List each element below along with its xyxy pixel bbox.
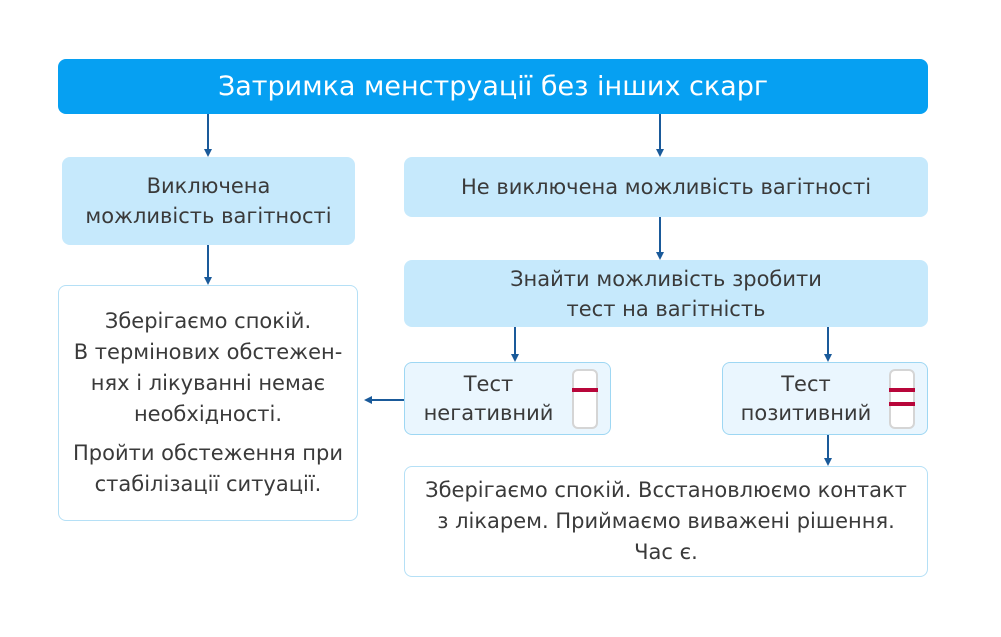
calm-left-line: необхідності.	[133, 402, 283, 426]
calm-left-line: В термінових обстежен-	[73, 340, 343, 364]
find-test-line: Знайти можливість зробити	[510, 266, 822, 291]
excluded-line: Виключена	[146, 174, 271, 198]
negative-test-strip-icon	[572, 368, 598, 429]
test-positive-box: Тест позитивний	[722, 362, 928, 435]
calm-left-line: стабілізації ситуації.	[94, 472, 322, 496]
title-text: Затримка менструації без інших скарг	[217, 71, 769, 102]
calm-right-line: Час є.	[634, 540, 698, 564]
positive-test-strip-icon	[889, 368, 915, 429]
excluded-line: можливість вагітності	[85, 204, 332, 228]
excluded-box: Виключена можливість вагітності	[62, 157, 355, 245]
control-line	[572, 387, 598, 392]
calm-left-line: Зберігаємо спокій.	[104, 309, 312, 333]
calm-left-line: нях і лікуванні немає	[90, 371, 326, 395]
test-negative-line: Тест	[463, 371, 514, 396]
not-excluded-line: Не виключена можливість вагітності	[460, 175, 872, 199]
not-excluded-box: Не виключена можливість вагітності	[404, 157, 928, 217]
test-negative-box: Тест негативний	[404, 362, 611, 435]
calm-right-line: з лікарем. Приймаємо виважені рішення.	[437, 509, 895, 533]
calm-left-line: Пройти обстеження при	[73, 441, 343, 465]
test-line	[889, 401, 915, 406]
calm-right-line: Зберігаємо спокій. Всстановлюємо контакт	[425, 478, 907, 502]
title-box: Затримка менструації без інших скарг	[58, 59, 928, 114]
control-line	[889, 387, 915, 392]
test-positive-line: Тест	[781, 371, 831, 396]
find-test-box: Знайти можливість зробити тест на вагітн…	[404, 260, 928, 327]
test-negative-line: негативний	[423, 400, 554, 425]
calm-left-box: Зберігаємо спокій. В термінових обстежен…	[58, 285, 358, 521]
find-test-line: тест на вагітність	[566, 296, 766, 321]
test-positive-line: позитивний	[740, 400, 872, 425]
calm-right-box: Зберігаємо спокій. Всстановлюємо контакт…	[404, 466, 928, 577]
